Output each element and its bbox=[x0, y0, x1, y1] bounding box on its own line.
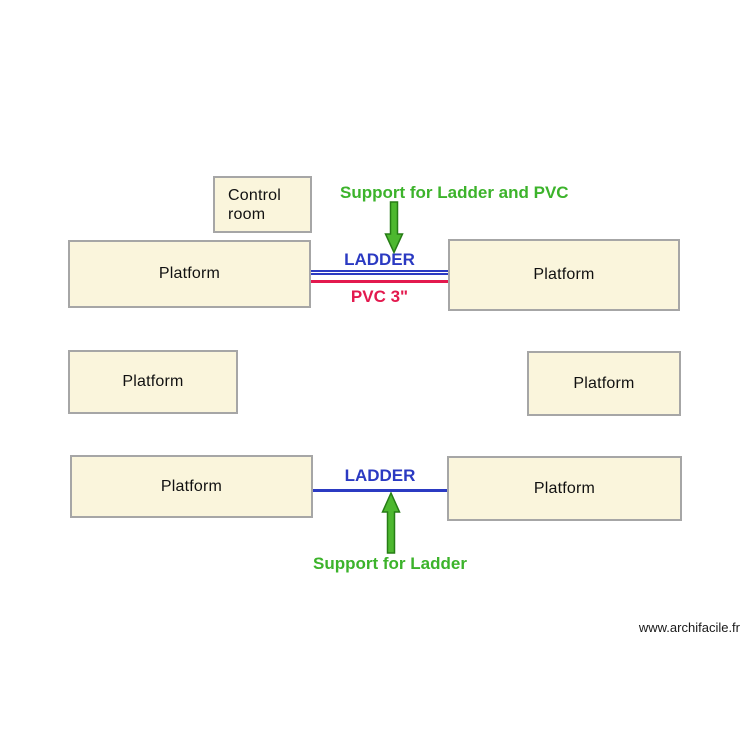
platform-label: Platform bbox=[122, 373, 184, 390]
control-room-box[interactable]: Control room bbox=[213, 176, 312, 233]
pvc-label: PVC 3" bbox=[350, 287, 409, 306]
platform-label: Platform bbox=[573, 374, 635, 392]
platform-middle-left-box[interactable]: Platform bbox=[68, 350, 238, 414]
platform-bottom-right-box[interactable]: Platform bbox=[447, 456, 682, 521]
watermark-url: www.archifacile.fr bbox=[638, 620, 740, 635]
support-ladder-annotation: Support for Ladder bbox=[313, 554, 467, 573]
platform-label: Platform bbox=[533, 266, 595, 283]
arrow-down-icon[interactable] bbox=[384, 201, 404, 254]
platform-label: Platform bbox=[533, 479, 596, 497]
ladder-label-bottom: LADDER bbox=[344, 466, 416, 485]
platform-label: Platform bbox=[158, 265, 221, 282]
arrow-up-icon[interactable] bbox=[381, 492, 401, 554]
pvc-line[interactable] bbox=[311, 280, 448, 283]
platform-top-left-box[interactable]: Platform bbox=[68, 240, 311, 308]
ladder-label-top: LADDER bbox=[344, 250, 415, 269]
platform-middle-right-box[interactable]: Platform bbox=[527, 351, 681, 416]
platform-bottom-left-box[interactable]: Platform bbox=[70, 455, 313, 518]
platform-label: Platform bbox=[160, 477, 223, 495]
ladder-line-top[interactable] bbox=[311, 270, 448, 275]
support-ladder-pvc-annotation: Support for Ladder and PVC bbox=[340, 183, 569, 202]
ladder-line-bottom[interactable] bbox=[313, 489, 447, 492]
platform-top-right-box[interactable]: Platform bbox=[448, 239, 680, 311]
control-room-label: Control room bbox=[228, 186, 281, 223]
